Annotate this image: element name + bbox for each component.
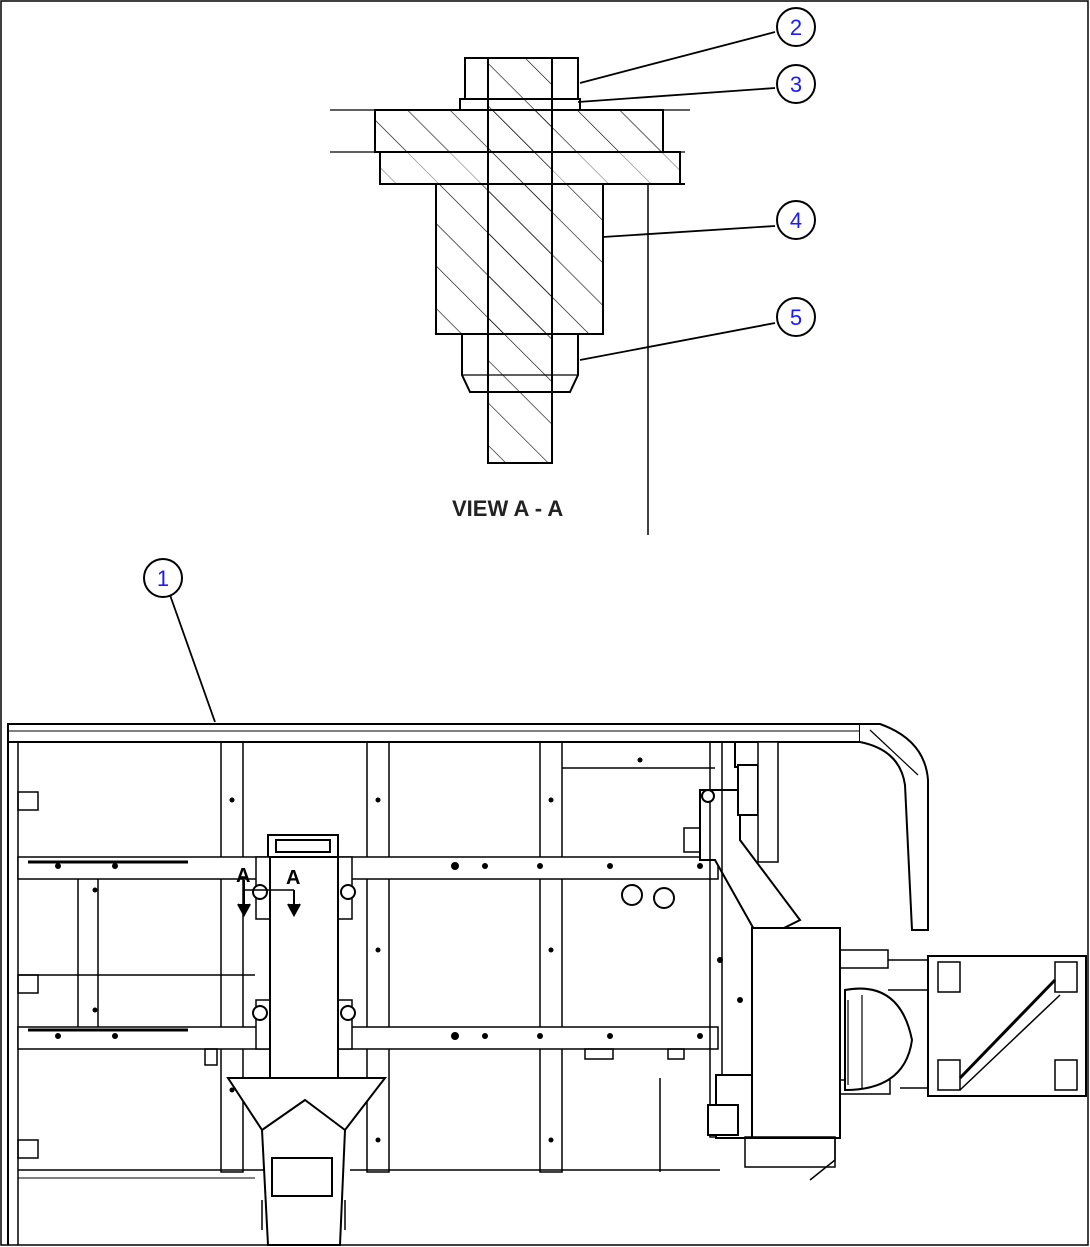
callout-2: 2 [776, 7, 816, 47]
section-mark-right: A [286, 867, 300, 889]
callout-5: 5 [776, 297, 816, 337]
callout-number: 2 [790, 15, 802, 40]
callout-number: 1 [157, 566, 169, 591]
callout-3: 3 [776, 64, 816, 104]
callout-circle [776, 7, 816, 47]
callout-number: 3 [790, 72, 802, 97]
frame-assembly [7, 723, 1087, 1246]
callout-circle [143, 558, 183, 598]
callout-1: 1 [143, 558, 183, 598]
view-label: VIEW A - A [452, 496, 563, 521]
callout-4: 4 [776, 200, 816, 240]
callout-circle [776, 64, 816, 104]
section-view-a-a [330, 57, 690, 535]
callout-leaders [169, 31, 776, 723]
callout-number: 4 [790, 208, 802, 233]
callout-circle [776, 297, 816, 337]
callout-circle [776, 200, 816, 240]
callout-number: 5 [790, 305, 802, 330]
section-mark-left: A [236, 865, 250, 887]
